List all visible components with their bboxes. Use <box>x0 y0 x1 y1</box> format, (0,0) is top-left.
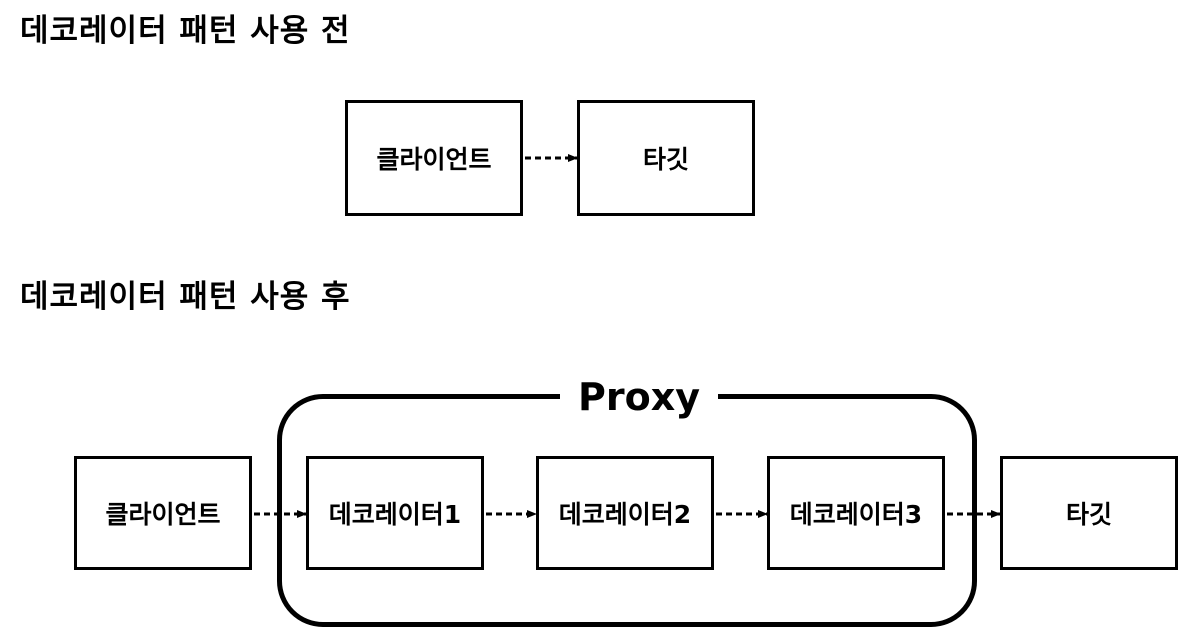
decorator-label-1: 데코레이터1 <box>328 500 462 529</box>
target-label-before: 타깃 <box>642 145 689 174</box>
decorator-label-2: 데코레이터2 <box>558 500 692 529</box>
target-label-after: 타깃 <box>1065 500 1112 529</box>
client-label-before: 클라이언트 <box>376 145 492 174</box>
heading-before: 데코레이터 패턴 사용 전 <box>20 13 351 49</box>
decorator-box-1: 데코레이터1 <box>306 456 484 570</box>
client-box-before: 클라이언트 <box>345 100 523 216</box>
client-label-after: 클라이언트 <box>105 500 221 529</box>
decorator-box-2: 데코레이터2 <box>536 456 714 570</box>
decorator-box-3: 데코레이터3 <box>767 456 945 570</box>
target-box-after: 타깃 <box>1000 456 1178 570</box>
heading-after: 데코레이터 패턴 사용 후 <box>20 279 351 315</box>
client-box-after: 클라이언트 <box>74 456 252 570</box>
proxy-label: Proxy <box>560 378 718 416</box>
decorator-label-3: 데코레이터3 <box>789 500 923 529</box>
target-box-before: 타깃 <box>577 100 755 216</box>
